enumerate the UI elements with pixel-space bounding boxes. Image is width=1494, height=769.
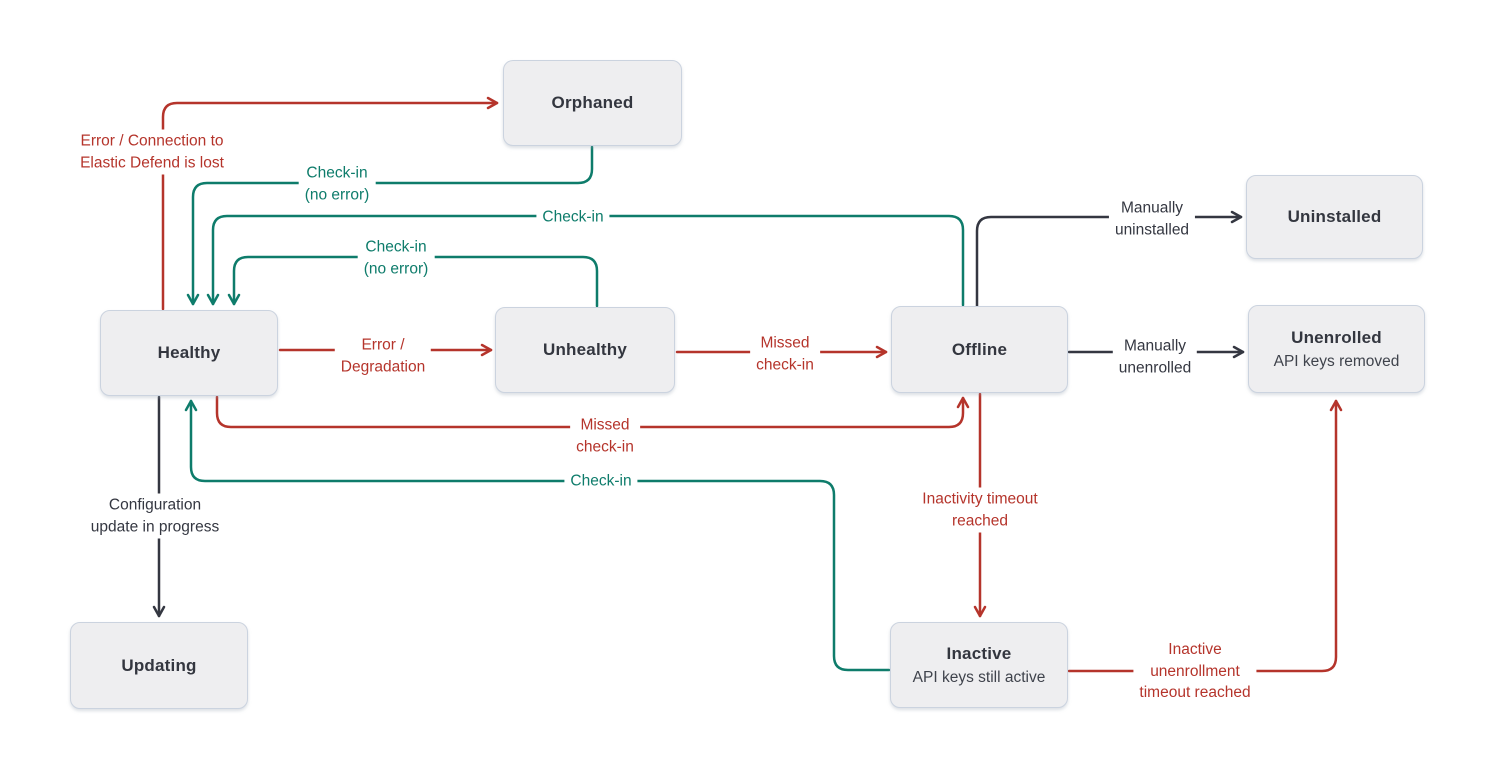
state-subtitle-unenrolled: API keys removed bbox=[1273, 352, 1400, 370]
edge-label-offline-to-uninstalled: Manually uninstalled bbox=[1108, 196, 1196, 242]
edge-label-offline-to-unenrolled: Manually unenrolled bbox=[1112, 334, 1198, 380]
edge-label-healthy-to-orphaned: Error / Connection to Elastic Defend is … bbox=[74, 129, 230, 175]
state-box-healthy: Healthy bbox=[100, 310, 278, 396]
state-box-unhealthy: Unhealthy bbox=[495, 307, 675, 393]
state-box-inactive: Inactive API keys still active bbox=[890, 622, 1068, 708]
state-box-unenrolled: Unenrolled API keys removed bbox=[1248, 305, 1425, 393]
edge-label-inactive-to-unenrolled: Inactive unenrollment timeout reached bbox=[1133, 637, 1257, 705]
state-title-inactive: Inactive bbox=[946, 643, 1012, 663]
edge-offline-to-uninstalled bbox=[975, 210, 1243, 308]
edge-healthy-to-orphaned bbox=[161, 96, 499, 311]
edge-label-offline-to-healthy: Check-in bbox=[536, 205, 610, 229]
edge-label-offline-to-inactive: Inactivity timeout reached bbox=[916, 487, 1044, 533]
edge-label-inactive-to-healthy: Check-in bbox=[564, 469, 638, 493]
state-box-uninstalled: Uninstalled bbox=[1246, 175, 1423, 259]
edge-label-healthy-to-offline: Missed check-in bbox=[570, 413, 640, 459]
state-title-uninstalled: Uninstalled bbox=[1287, 207, 1382, 226]
edge-inactive-to-healthy bbox=[184, 399, 891, 672]
edge-label-healthy-to-updating: Configuration update in progress bbox=[84, 493, 226, 539]
state-box-updating: Updating bbox=[70, 622, 248, 709]
edge-label-unhealthy-to-offline: Missed check-in bbox=[750, 331, 820, 377]
state-title-unenrolled: Unenrolled bbox=[1291, 327, 1382, 347]
state-subtitle-inactive: API keys still active bbox=[912, 668, 1046, 686]
state-box-offline: Offline bbox=[891, 306, 1068, 393]
state-title-orphaned: Orphaned bbox=[551, 93, 634, 112]
state-title-offline: Offline bbox=[951, 339, 1008, 359]
edge-orphaned-to-healthy bbox=[186, 145, 594, 306]
edge-label-orphaned-to-healthy: Check-in (no error) bbox=[298, 161, 376, 207]
state-title-updating: Updating bbox=[121, 655, 197, 675]
edge-label-unhealthy-to-healthy: Check-in (no error) bbox=[357, 235, 435, 281]
edge-offline-to-healthy bbox=[206, 214, 965, 307]
state-box-orphaned: Orphaned bbox=[503, 60, 682, 146]
state-title-unhealthy: Unhealthy bbox=[543, 340, 627, 359]
edge-inactive-to-unenrolled bbox=[1067, 399, 1343, 673]
state-title-healthy: Healthy bbox=[157, 343, 221, 362]
edge-label-healthy-to-unhealthy: Error / Degradation bbox=[334, 333, 432, 379]
